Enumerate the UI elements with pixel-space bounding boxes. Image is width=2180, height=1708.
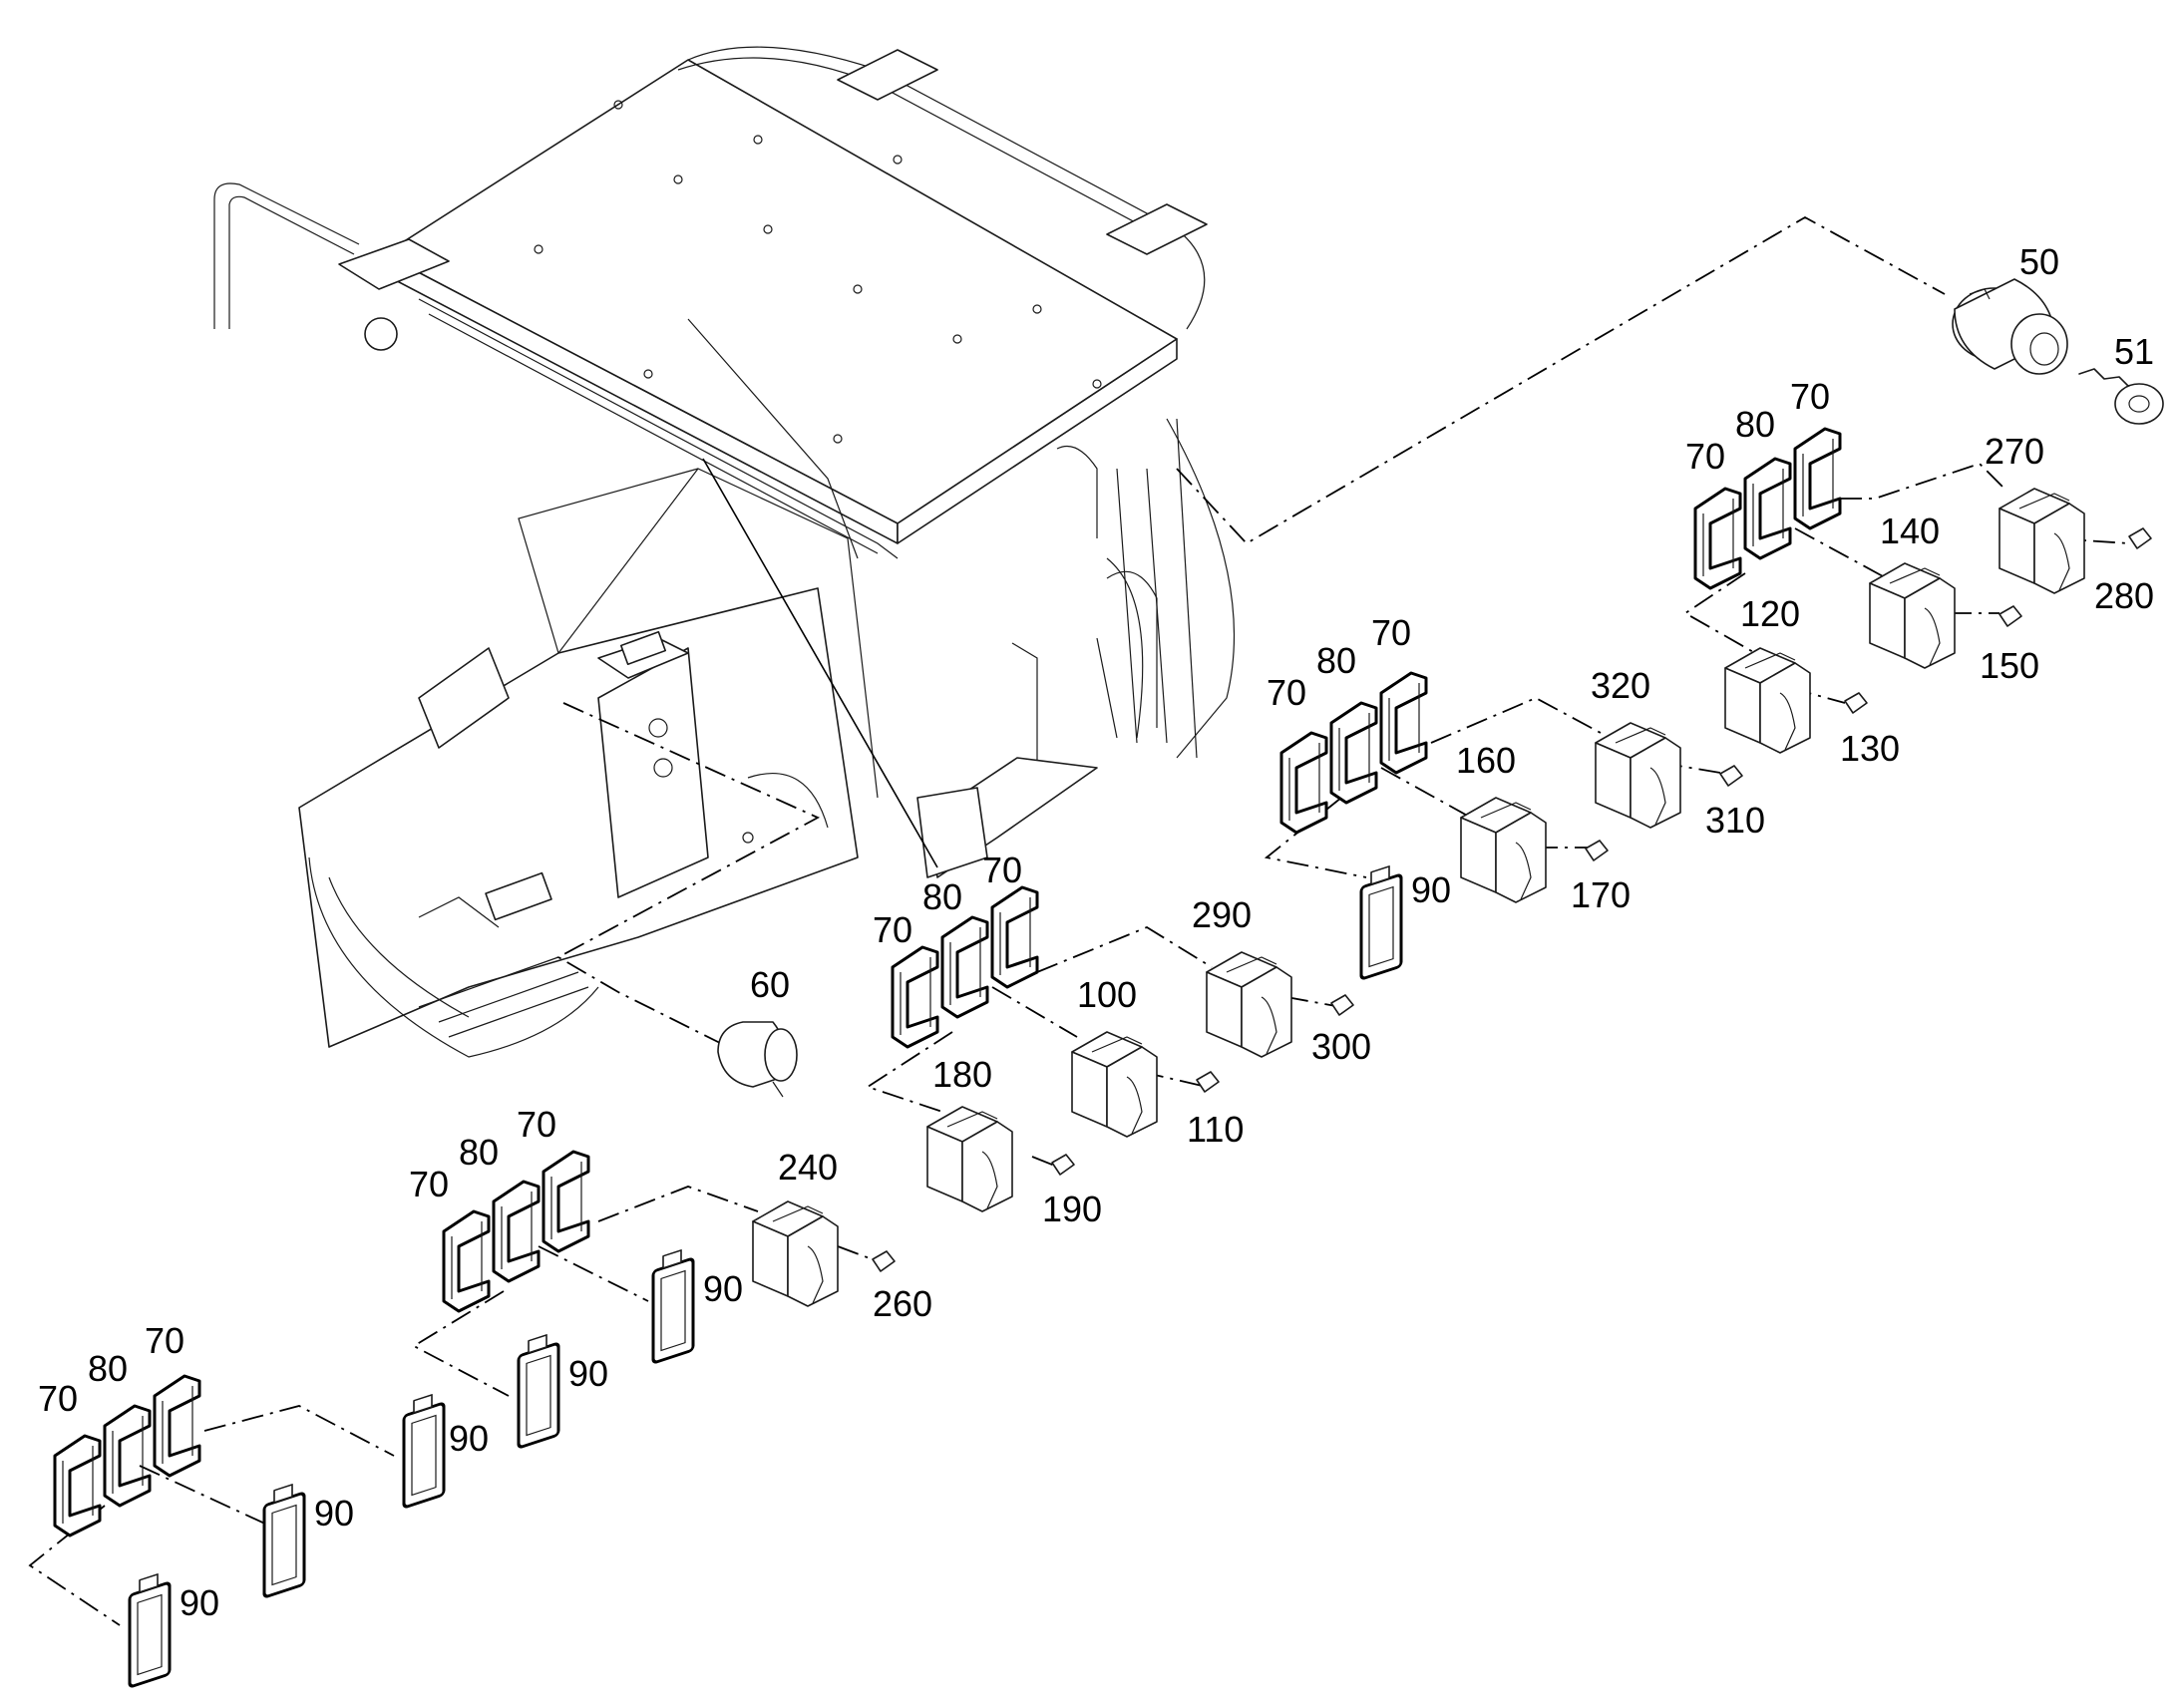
key-switch-part-50	[1952, 278, 2068, 375]
lens-part-170	[1585, 840, 1609, 861]
callout-51: 51	[2114, 331, 2154, 372]
switch-part-320	[1595, 722, 1681, 829]
callout-50: 50	[2019, 241, 2059, 282]
callout-270: 270	[1985, 431, 2044, 472]
callout-130: 130	[1840, 728, 1900, 769]
callout-80: 80	[459, 1132, 499, 1173]
switch-part-180	[926, 1106, 1013, 1212]
lens-part-310	[1719, 765, 1743, 787]
callout-90: 90	[314, 1493, 354, 1534]
callout-60: 60	[750, 964, 790, 1005]
cover-part-90-c	[517, 1333, 560, 1450]
switch-part-160	[1460, 797, 1547, 903]
cover-part-90-a	[1359, 864, 1403, 981]
cover-part-90-d	[402, 1393, 446, 1510]
key-part-51	[2078, 368, 2164, 425]
lens-part-110	[1196, 1071, 1220, 1093]
leader-lines	[28, 215, 2130, 1626]
callout-300: 300	[1311, 1026, 1371, 1067]
callout-80: 80	[1316, 640, 1356, 681]
callout-90: 90	[568, 1353, 608, 1394]
switch-part-120	[1724, 647, 1811, 754]
callout-90: 90	[180, 1582, 219, 1623]
callout-160: 160	[1456, 740, 1516, 781]
callout-260: 260	[873, 1283, 932, 1324]
callout-70: 70	[982, 850, 1022, 890]
callout-70: 70	[1267, 672, 1306, 713]
switch-part-140	[1869, 562, 1956, 669]
lens-part-190	[1051, 1154, 1075, 1176]
callout-90: 90	[449, 1418, 489, 1459]
cab-solid-leaders	[702, 458, 938, 868]
lens-part-280	[2128, 527, 2152, 549]
switch-part-240	[752, 1200, 839, 1307]
callout-180: 180	[932, 1054, 992, 1095]
callout-170: 170	[1571, 874, 1631, 915]
switch-part-270	[1998, 488, 2085, 594]
callout-280: 280	[2094, 575, 2154, 616]
switch-part-100	[1071, 1031, 1158, 1138]
callout-310: 310	[1705, 800, 1765, 841]
callout-80: 80	[88, 1348, 128, 1389]
frame-group-4	[442, 1150, 590, 1313]
callout-150: 150	[1980, 645, 2039, 686]
lens-part-130	[1844, 692, 1868, 714]
callout-labels: 50 51 60 70 80 70 270 280 140 150 120 13…	[38, 241, 2154, 1623]
callout-100: 100	[1077, 974, 1137, 1015]
frame-group-3	[891, 885, 1039, 1049]
callout-70: 70	[517, 1104, 556, 1145]
lens-part-260	[872, 1250, 896, 1272]
callout-70: 70	[409, 1164, 449, 1204]
callout-70: 70	[145, 1320, 184, 1361]
callout-190: 190	[1042, 1189, 1102, 1229]
callout-240: 240	[778, 1147, 838, 1188]
lens-part-150	[1998, 605, 2022, 627]
callout-80: 80	[922, 876, 962, 917]
callout-120: 120	[1740, 593, 1800, 634]
callout-140: 140	[1880, 511, 1940, 551]
switch-part-290	[1206, 951, 1292, 1058]
callout-80: 80	[1735, 404, 1775, 445]
callout-70: 70	[1790, 376, 1830, 417]
callout-70: 70	[1685, 436, 1725, 477]
cover-part-90-e	[262, 1483, 306, 1599]
cover-part-90-f	[128, 1572, 172, 1689]
machine-cab-outline	[213, 46, 1236, 1058]
callout-320: 320	[1591, 665, 1650, 706]
callout-70: 70	[873, 909, 912, 950]
socket-part-60	[717, 1021, 798, 1098]
callout-70: 70	[1371, 612, 1411, 653]
callout-110: 110	[1187, 1109, 1244, 1150]
callout-290: 290	[1192, 894, 1252, 935]
lens-part-300	[1330, 994, 1354, 1016]
callout-70: 70	[38, 1378, 78, 1419]
cover-part-90-b	[651, 1248, 695, 1365]
callout-90: 90	[703, 1268, 743, 1309]
callout-90: 90	[1411, 869, 1451, 910]
